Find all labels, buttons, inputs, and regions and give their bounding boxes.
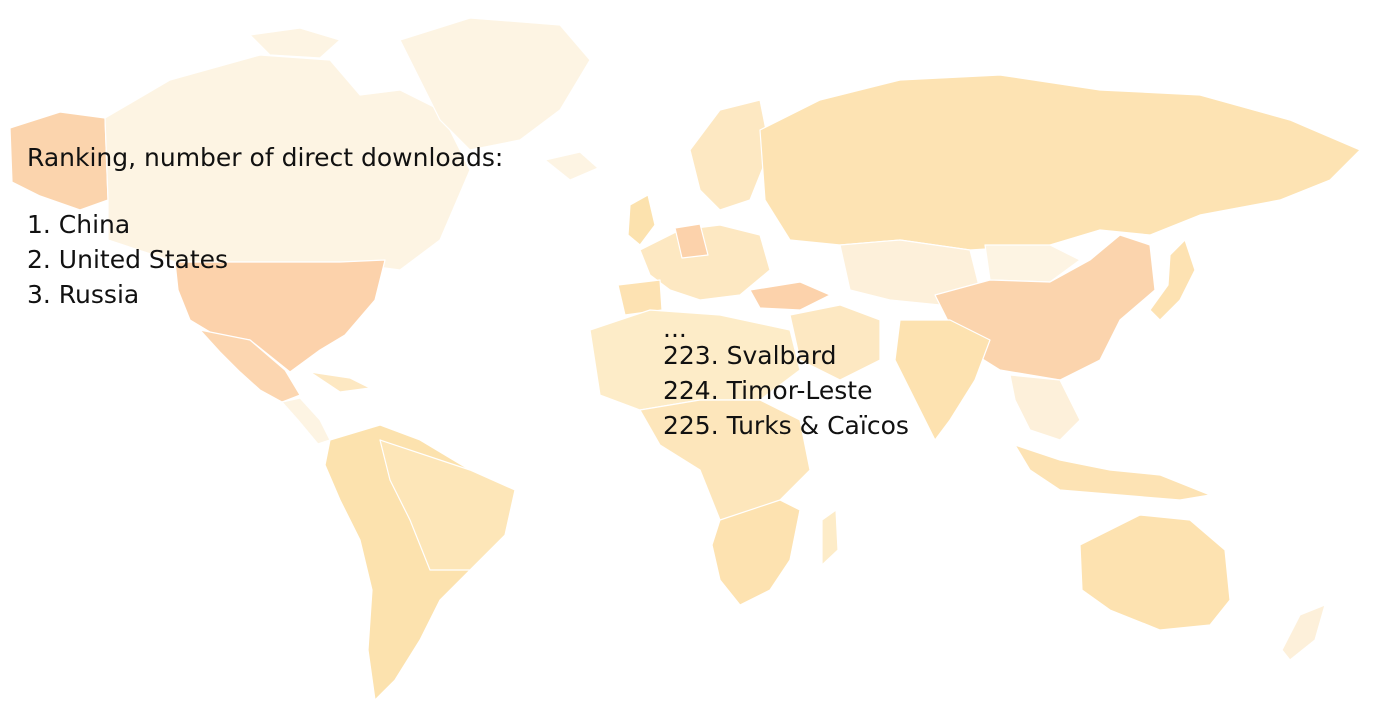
region-arctic-islands[interactable] <box>249 27 341 59</box>
region-north-africa[interactable] <box>589 309 801 411</box>
region-canada[interactable] <box>104 54 471 271</box>
ranking-item: 225. Turks & Caïcos <box>663 411 909 440</box>
region-mongolia[interactable] <box>984 244 1081 283</box>
region-china[interactable] <box>934 234 1156 381</box>
ranking-item: 223. Svalbard <box>663 341 837 370</box>
region-new-zealand[interactable] <box>1281 604 1326 661</box>
region-germany[interactable] <box>674 223 709 259</box>
ranking-item: 1. China <box>27 210 131 239</box>
region-india[interactable] <box>894 319 991 441</box>
region-russia[interactable] <box>759 74 1361 251</box>
ranking-heading: Ranking, number of direct downloads: <box>27 143 504 172</box>
region-southern-africa[interactable] <box>711 499 801 606</box>
region-central-america[interactable] <box>281 397 331 445</box>
region-southeast-asia[interactable] <box>1009 374 1081 441</box>
region-brazil[interactable] <box>379 439 516 571</box>
tail-ranking-list: ... 223. Svalbard 224. Timor-Leste 225. … <box>663 314 909 443</box>
top-ranking-list: 1. China 2. United States 3. Russia <box>27 207 228 312</box>
region-iceland[interactable] <box>544 151 599 181</box>
region-alaska[interactable] <box>9 111 109 211</box>
region-indonesia[interactable] <box>1014 444 1211 501</box>
region-australia[interactable] <box>1079 514 1231 631</box>
ranking-item: 2. United States <box>27 245 229 274</box>
ranking-item: 224. Timor-Leste <box>663 376 873 405</box>
region-caribbean[interactable] <box>309 371 371 393</box>
region-middle-east[interactable] <box>789 304 881 381</box>
region-madagascar[interactable] <box>821 509 839 566</box>
region-united-states[interactable] <box>174 259 386 373</box>
ranking-ellipsis: ... <box>663 314 687 343</box>
region-greenland[interactable] <box>399 17 591 151</box>
ranking-item: 3. Russia <box>27 280 140 309</box>
region-uk[interactable] <box>627 194 656 246</box>
region-iberia[interactable] <box>617 279 663 316</box>
region-turkey[interactable] <box>749 281 831 311</box>
region-scandinavia[interactable] <box>689 99 771 211</box>
region-japan[interactable] <box>1149 239 1196 321</box>
